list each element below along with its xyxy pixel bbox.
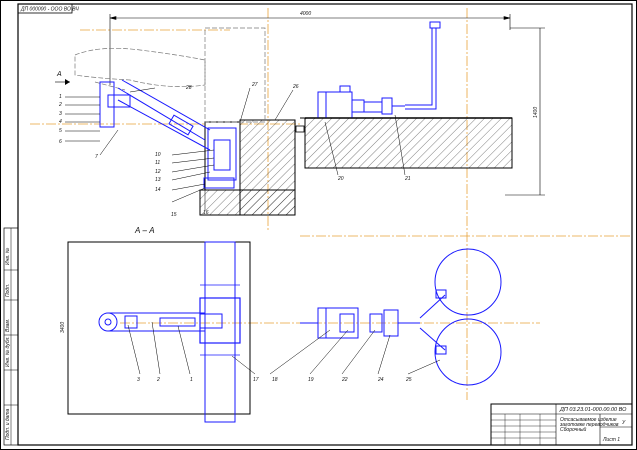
callout-19: 19 xyxy=(308,377,314,383)
side-stamp-3: Взам. xyxy=(5,319,11,332)
callout-20: 20 xyxy=(337,176,344,182)
stamp-code-text: ДП 000000 - ООО ВО ВЧ xyxy=(20,7,79,13)
callout-26: 26 xyxy=(292,84,299,90)
callout-labels: 1 2 3 4 5 6 7 28 27 26 10 11 12 13 14 15… xyxy=(58,82,412,383)
manipulator-arm-section xyxy=(98,312,223,332)
callout-12: 12 xyxy=(155,169,161,175)
manipulator-arm-top xyxy=(99,79,237,189)
leader-lines xyxy=(65,87,441,375)
callout-b1: 1 xyxy=(190,377,193,383)
callout-13: 13 xyxy=(155,177,161,183)
callout-24: 24 xyxy=(377,377,384,383)
title-block xyxy=(490,403,633,446)
section-view xyxy=(67,241,251,423)
title-line-3: Сборочный xyxy=(560,426,587,433)
top-dimension-text: 4000 xyxy=(300,11,311,17)
motor-assembly-bottom xyxy=(300,294,446,351)
callout-27: 27 xyxy=(251,82,258,88)
callout-11: 11 xyxy=(155,160,160,166)
side-stamp-4: Инв. № дубл. xyxy=(5,336,11,367)
callout-28: 28 xyxy=(185,85,192,91)
phantom-machine xyxy=(74,27,266,123)
callout-6: 6 xyxy=(59,139,62,145)
callout-15: 15 xyxy=(171,212,177,218)
callout-22: 22 xyxy=(341,377,348,383)
callout-b2: 2 xyxy=(156,377,160,383)
callout-3: 3 xyxy=(59,111,62,117)
view-arrow xyxy=(55,79,70,85)
side-stamp-2: Подп. xyxy=(5,284,11,297)
rolls xyxy=(434,248,502,386)
callout-1: 1 xyxy=(59,94,62,100)
side-stamp-5: Подп. и дата xyxy=(5,408,11,440)
callout-14: 14 xyxy=(155,187,161,193)
section-title: А – А xyxy=(134,226,155,235)
callout-7: 7 xyxy=(95,154,98,160)
left-wall xyxy=(199,119,305,216)
side-stamp-1: Инв. № xyxy=(5,247,11,265)
callout-2: 2 xyxy=(58,102,62,108)
corner-stamp: ДП 000000 - ООО ВО ВЧ xyxy=(17,3,79,14)
right-dimension xyxy=(505,27,545,196)
right-dimension-text: 1400 xyxy=(533,107,539,118)
callout-16: 16 xyxy=(203,210,209,216)
callout-25: 25 xyxy=(405,377,412,383)
right-wall xyxy=(304,117,513,169)
callout-18: 18 xyxy=(272,377,278,383)
drawing-frame xyxy=(17,3,633,446)
view-letter: А xyxy=(56,71,62,78)
left-dimension-text: 3400 xyxy=(60,322,66,333)
title-stage: У xyxy=(622,420,626,426)
air-duct xyxy=(405,21,441,110)
callout-21: 21 xyxy=(404,176,411,182)
motor-assembly-top xyxy=(300,85,420,119)
doc-code: ДП 03.23.01-000.00.00 ВО xyxy=(559,407,627,413)
title-line-1: Отсасываемое изделие xyxy=(560,417,617,423)
side-stamp-column: Инв. № Подп. Взам. Инв. № дубл. Подп. и … xyxy=(3,227,19,446)
callout-10: 10 xyxy=(155,152,161,158)
callout-b3: 3 xyxy=(137,377,140,383)
title-line-2: заготовке переводчиков xyxy=(559,422,619,428)
callout-4: 4 xyxy=(59,119,62,125)
top-dimension xyxy=(109,14,511,85)
callout-5: 5 xyxy=(59,128,62,134)
title-sheet: Лист 1 xyxy=(602,437,620,443)
callout-17: 17 xyxy=(253,377,259,383)
